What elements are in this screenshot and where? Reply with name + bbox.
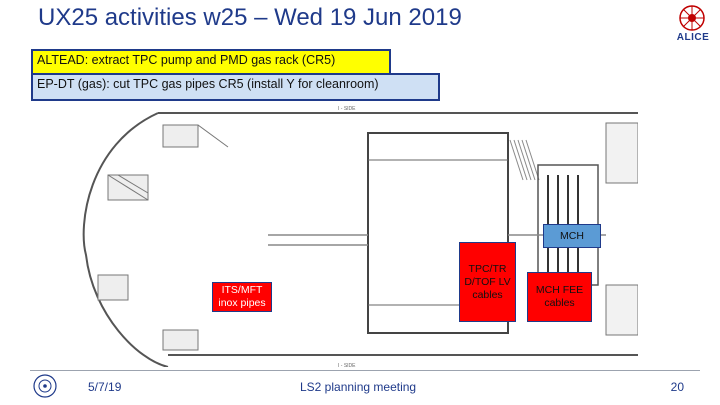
alice-logo-icon — [679, 5, 705, 31]
svg-text:I - SIDE: I - SIDE — [338, 106, 356, 112]
mch-fee-label: MCH FEE cables — [527, 272, 592, 322]
mch-label: MCH — [543, 224, 601, 248]
page-number: 20 — [670, 380, 684, 394]
cavern-floor-plan: I - SIDE I - SIDE — [82, 106, 638, 367]
footer-date: 5/7/19 — [88, 380, 122, 394]
slide-title: UX25 activities w25 – Wed 19 Jun 2019 — [38, 4, 462, 31]
tpc-trd-tof-label: TPC/TR D/TOF LV cables — [459, 242, 516, 322]
epdt-note: EP-DT (gas): cut TPC gas pipes CR5 (inst… — [31, 73, 440, 101]
footer-divider — [30, 370, 700, 371]
svg-text:I - SIDE: I - SIDE — [338, 363, 356, 367]
alice-logo-text: ALICE — [676, 32, 710, 43]
footer-meeting: LS2 planning meeting — [300, 380, 417, 394]
its-mft-label: ITS/MFT inox pipes — [212, 282, 272, 312]
cern-logo-icon — [33, 374, 57, 398]
altead-note: ALTEAD: extract TPC pump and PMD gas rac… — [31, 49, 391, 76]
